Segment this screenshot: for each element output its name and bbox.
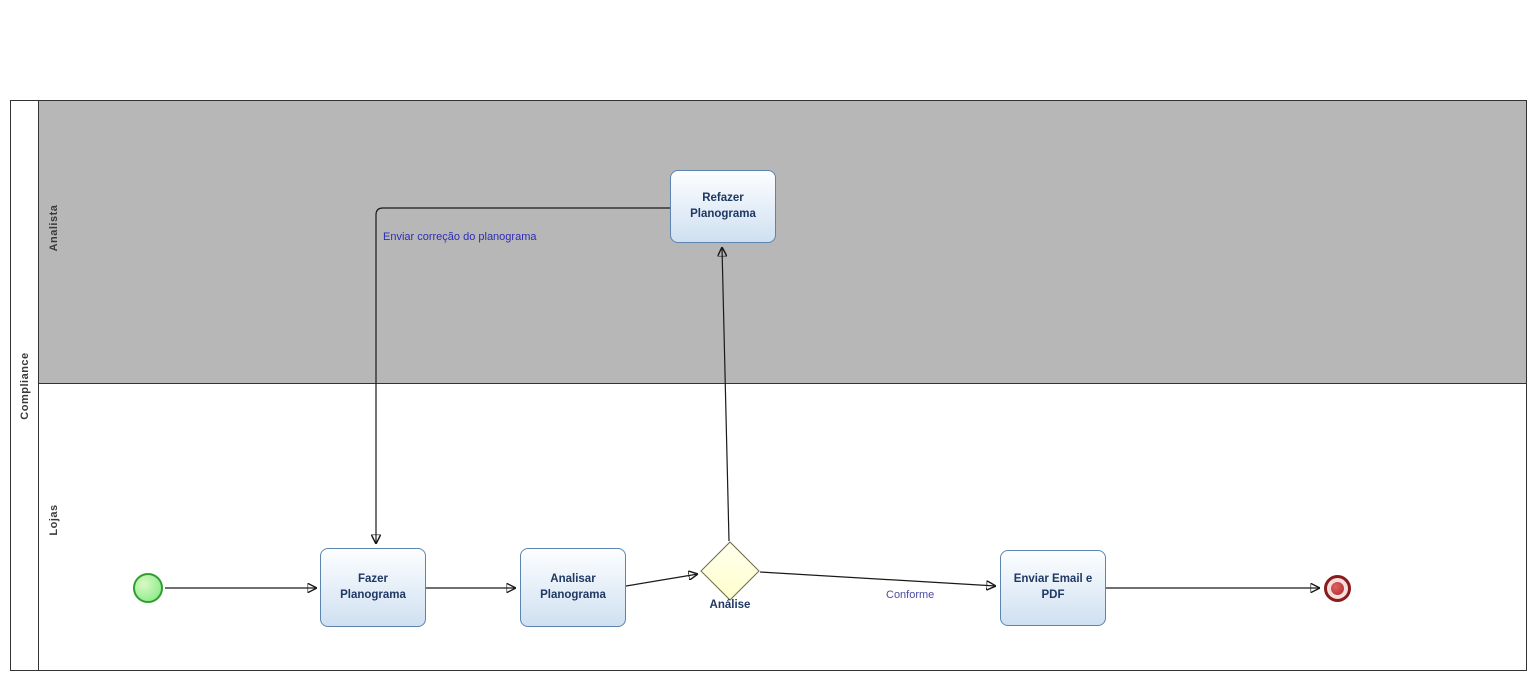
pool-name-label: Compliance: [19, 352, 31, 420]
pool-name-strip: [11, 101, 39, 670]
flow-label-conforme: Conforme: [886, 589, 935, 601]
end-event[interactable]: [1324, 575, 1351, 602]
task-label: Refazer Planograma: [690, 191, 756, 220]
lane-analista: [39, 101, 1526, 384]
end-event-inner: [1331, 582, 1344, 595]
task-fazer-planograma[interactable]: Fazer Planograma: [320, 548, 426, 627]
task-label: Analisar Planograma: [540, 572, 606, 601]
task-label: Enviar Email e PDF: [1013, 573, 1093, 601]
lane-lojas: [39, 384, 1526, 670]
task-refazer-planograma[interactable]: Refazer Planograma: [670, 170, 776, 243]
flow-label-enviar-correcao: Enviar correção do planograma: [383, 231, 537, 243]
task-analisar-planograma[interactable]: Analisar Planograma: [520, 548, 626, 627]
start-event[interactable]: [133, 573, 163, 603]
gateway-analise-label: Análise: [709, 599, 751, 611]
lane-lojas-label: Lojas: [48, 504, 60, 536]
lane-analista-label: Analista: [48, 204, 60, 252]
task-label: Fazer Planograma: [340, 572, 406, 601]
task-enviar-email-pdf[interactable]: Enviar Email e PDF: [1000, 550, 1106, 626]
